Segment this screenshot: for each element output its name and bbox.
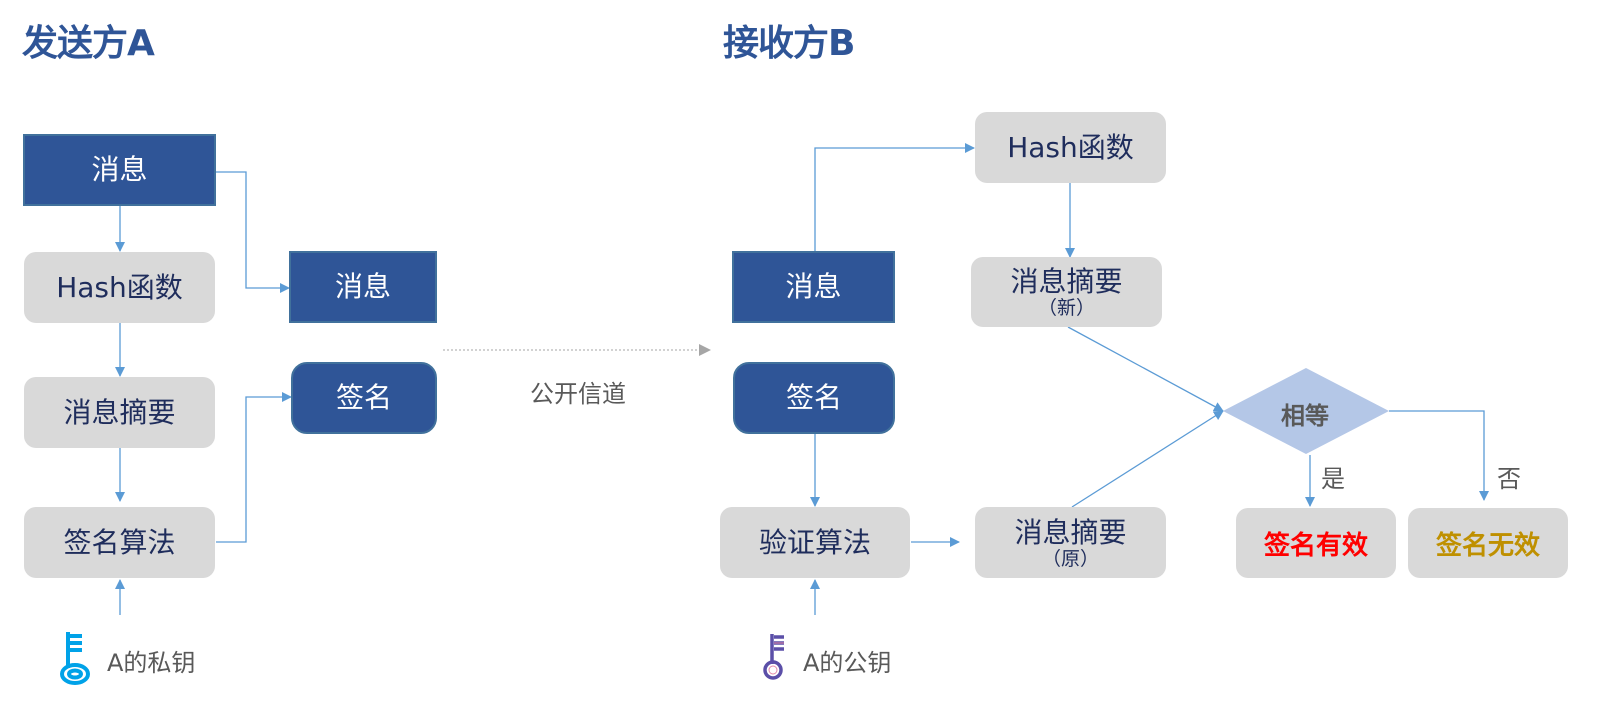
decision-diamond <box>1223 368 1389 454</box>
receiver-orig-digest-label: 消息摘要 <box>1014 515 1127 549</box>
receiver-hash-label: Hash函数 <box>1007 130 1134 164</box>
arrow-origdigest-to-decision <box>1071 410 1224 508</box>
receiver-hash-box: Hash函数 <box>975 112 1166 183</box>
receiver-message-label: 消息 <box>785 270 842 303</box>
receiver-verify-algo-box: 验证算法 <box>720 507 910 578</box>
public-key-icon <box>763 634 784 680</box>
arrow-newdigest-to-decision <box>1067 326 1224 412</box>
receiver-signature-box: 签名 <box>733 362 895 434</box>
valid-result-box: 签名有效 <box>1236 508 1396 578</box>
valid-result-label: 签名有效 <box>1263 530 1368 561</box>
sender-hash-label: Hash函数 <box>56 270 183 304</box>
sender-sign-algo-box: 签名算法 <box>24 507 215 578</box>
sender-signature-label: 签名 <box>335 381 392 414</box>
sender-signature-box: 签名 <box>291 362 437 434</box>
invalid-result-box: 签名无效 <box>1408 508 1568 578</box>
sender-sign-algo-label: 签名算法 <box>63 525 176 559</box>
arrow-message-to-sent <box>216 171 290 293</box>
sender-digest-box: 消息摘要 <box>24 377 215 448</box>
receiver-new-digest-label: 消息摘要 <box>1010 265 1123 298</box>
receiver-signature-label: 签名 <box>785 381 842 414</box>
receiver-message-box: 消息 <box>732 251 895 323</box>
arrow-msg-to-hash-b <box>814 143 975 251</box>
decision-label: 相等 <box>1281 402 1329 430</box>
invalid-result-label: 签名无效 <box>1435 530 1540 561</box>
receiver-verify-algo-label: 验证算法 <box>758 525 871 559</box>
sender-digest-label: 消息摘要 <box>63 395 176 429</box>
sender-hash-box: Hash函数 <box>24 252 215 323</box>
channel-label: 公开信道 <box>530 380 626 408</box>
private-key-icon <box>60 632 90 685</box>
sender-sent-message-box: 消息 <box>289 251 437 323</box>
receiver-new-digest-box: 消息摘要 （新） <box>971 257 1162 327</box>
sender-title: 发送方A <box>22 23 155 64</box>
yes-label: 是 <box>1321 465 1345 493</box>
receiver-title: 接收方B <box>723 23 855 64</box>
receiver-orig-digest-box: 消息摘要 （原） <box>975 507 1166 578</box>
receiver-new-digest-note: （新） <box>1037 297 1095 319</box>
arrow-no <box>1389 410 1489 501</box>
sender-sent-message-label: 消息 <box>334 270 391 303</box>
sender-message-box: 消息 <box>23 134 216 206</box>
private-key-label: A的私钥 <box>107 649 196 677</box>
arrow-sign-to-signature <box>216 392 292 543</box>
sender-message-label: 消息 <box>91 153 148 186</box>
no-label: 否 <box>1497 465 1521 493</box>
public-key-label: A的公钥 <box>803 649 892 677</box>
receiver-orig-digest-note: （原） <box>1041 547 1099 570</box>
